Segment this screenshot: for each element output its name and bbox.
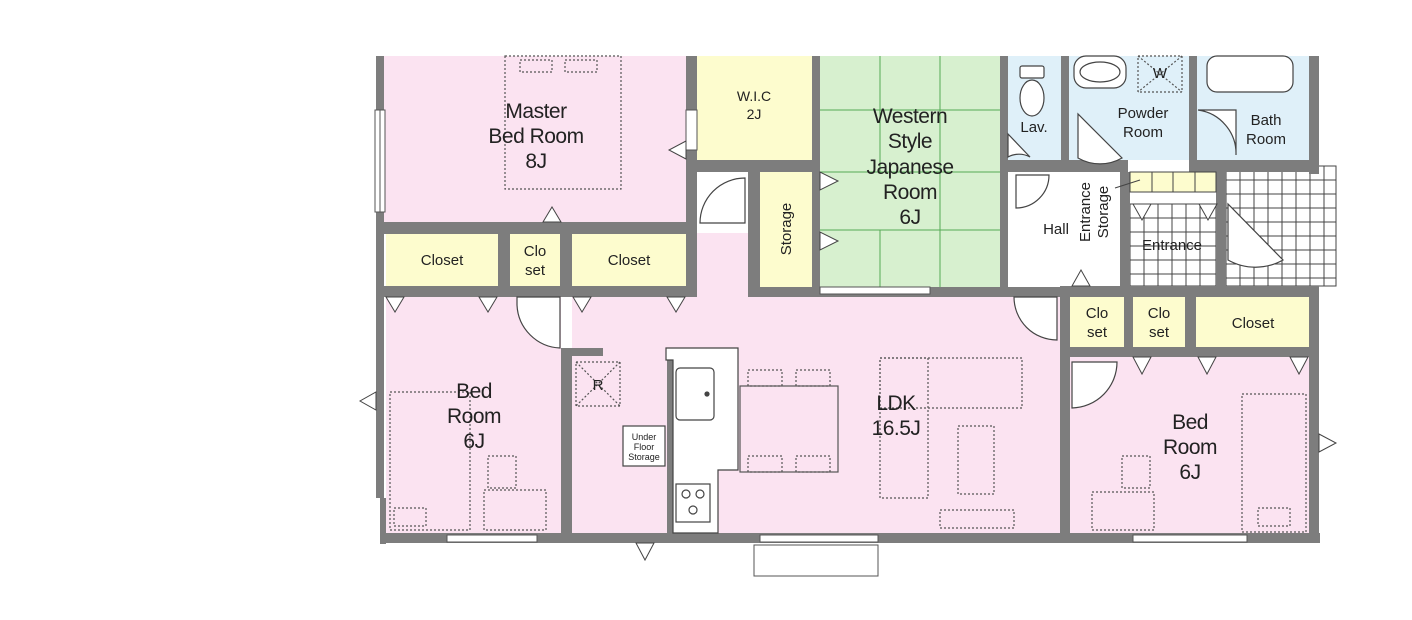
under-floor-storage-line2: Floor [634, 442, 655, 452]
closet-f-area [1196, 297, 1309, 347]
japanese-room-line4: Room [883, 181, 937, 204]
bedroom-right-line2: Room [1163, 436, 1217, 459]
ldk-size: 16.5J [872, 417, 921, 440]
closet-b-area [510, 234, 560, 286]
powder-room-line2: Room [1123, 124, 1163, 141]
under-floor-storage-line1: Under [632, 432, 657, 442]
ldk-name: LDK [876, 392, 916, 415]
closet-d-area [1070, 297, 1124, 347]
lavatory-name: Lav. [1020, 119, 1047, 136]
closet-a-name: Closet [421, 252, 464, 269]
closet-e-line1: Clo [1148, 305, 1171, 322]
closet-b-line1: Clo [524, 243, 547, 260]
furniture [389, 55, 1307, 533]
entrance-storage-line2: Storage [1095, 186, 1112, 239]
closet-e-area [1133, 297, 1185, 347]
bedroom-right-line1: Bed [1172, 411, 1208, 434]
closet-b-line2: set [525, 262, 546, 279]
washer-name: W [1153, 65, 1168, 82]
entrance-tiles [1129, 203, 1217, 287]
room-labels: Master Bed Room 8J W.I.C 2J Western Styl… [421, 65, 1286, 484]
closet-d-line2: set [1087, 324, 1108, 341]
kitchen [622, 347, 739, 534]
japanese-room-line2: Style [888, 130, 932, 153]
bedroom-left-size: 6J [463, 430, 484, 453]
under-floor-storage-line3: Storage [628, 452, 660, 462]
wic-name: W.I.C [737, 88, 771, 104]
japanese-room-line1: Western [873, 105, 947, 128]
wic-area [697, 56, 812, 160]
doors [516, 109, 1284, 409]
closet-c-name: Closet [608, 252, 651, 269]
powder-room-line1: Powder [1118, 105, 1169, 122]
tatami-lines [820, 56, 1000, 287]
hall-name: Hall [1043, 221, 1069, 238]
bedroom-right-size: 6J [1179, 461, 1200, 484]
master-bedroom-size: 8J [525, 150, 546, 173]
entrance-name: Entrance [1142, 237, 1202, 254]
japanese-room-line3: Japanese [866, 156, 953, 179]
bath-fixtures [1019, 55, 1294, 117]
refrigerator-name: R [593, 377, 604, 394]
closet-a-area [386, 234, 498, 286]
master-bedroom-line2: Bed Room [488, 125, 583, 148]
storage-mid-name: Storage [778, 203, 795, 256]
bedroom-left-line1: Bed [456, 380, 492, 403]
windows [374, 109, 1248, 577]
closet-f-name: Closet [1232, 315, 1275, 332]
corridor-area [697, 233, 757, 297]
door-markers [358, 140, 1338, 562]
closet-e-line2: set [1149, 324, 1170, 341]
bedroom-left-line2: Room [447, 405, 501, 428]
bath-room-line2: Room [1246, 131, 1286, 148]
bath-room-line1: Bath [1251, 112, 1282, 129]
closet-d-line1: Clo [1086, 305, 1109, 322]
storage-mid-area [760, 172, 812, 287]
closet-c-area [572, 234, 686, 286]
japanese-room-size: 6J [899, 206, 920, 229]
ldk-area [572, 297, 1060, 533]
shelf-dividers [1114, 171, 1217, 193]
entrance-storage-line1: Entrance [1077, 182, 1094, 242]
master-bedroom-line1: Master [505, 100, 567, 123]
master-bedroom-area [384, 56, 686, 223]
wic-size: 2J [747, 106, 762, 122]
